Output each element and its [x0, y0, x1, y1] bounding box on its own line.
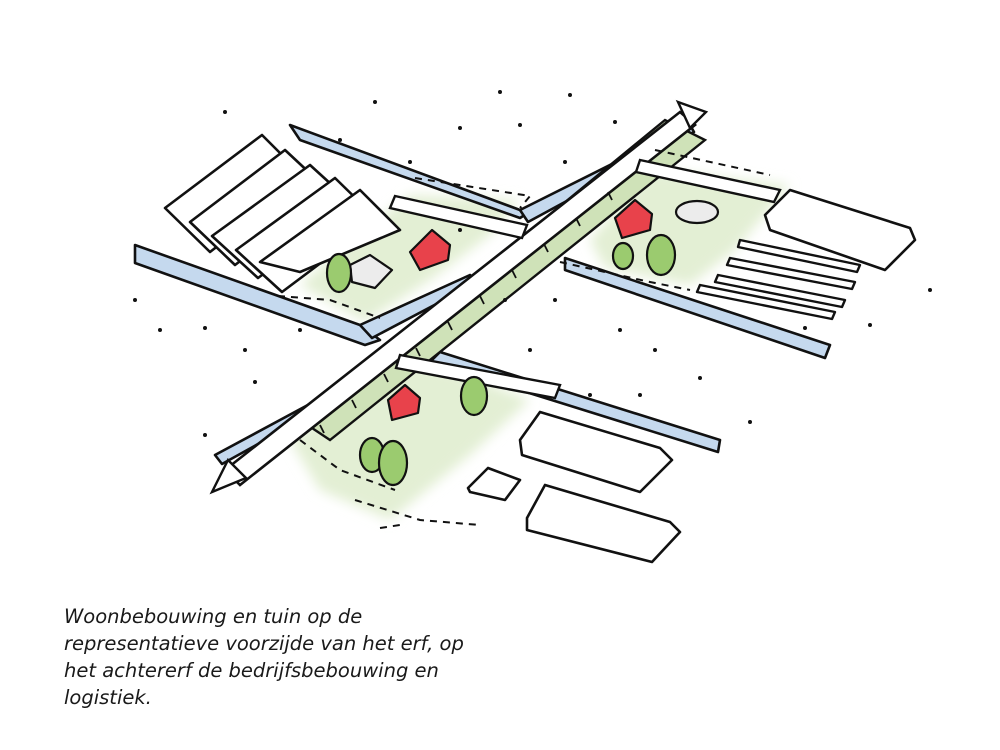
- caption: Woonbebouwing en tuin op de representati…: [64, 603, 484, 711]
- ditch-right: [563, 256, 832, 360]
- caption-line: logistiek.: [64, 686, 152, 709]
- tree-icon: [377, 439, 409, 487]
- boundary-left-lower: [277, 295, 381, 319]
- road-arrow-icon: [675, 99, 709, 131]
- caption-line: het achtererf de bedrijfsbebouwing en: [64, 659, 439, 682]
- garden-left: [300, 195, 520, 322]
- ditch-left: [133, 243, 382, 347]
- boundary-right-top: [654, 149, 771, 176]
- caption-line: Woonbebouwing en tuin op de: [64, 605, 363, 628]
- shed-icon: [518, 410, 674, 494]
- bottom-buildings: [466, 410, 682, 564]
- stable-barns: [163, 133, 402, 294]
- stable-icon: [258, 188, 402, 274]
- road-arrow-icon: [209, 457, 249, 495]
- trees: [325, 233, 677, 487]
- garden-right: [590, 170, 790, 285]
- house-icon: [613, 198, 654, 240]
- access-road-left: [388, 194, 529, 240]
- shed-icon: [525, 483, 682, 564]
- caption-line: representatieve voorzijde van het erf, o…: [64, 632, 464, 655]
- outbuilding-icon: [348, 253, 394, 290]
- boundary-right-lower: [559, 261, 691, 291]
- house-icon: [408, 228, 452, 272]
- tree-icon: [611, 241, 635, 271]
- right-buildings: [695, 188, 917, 321]
- access-road-right: [634, 158, 782, 204]
- tree-icon: [645, 233, 677, 277]
- houses: [386, 198, 654, 422]
- shed-icon: [466, 466, 522, 502]
- outbuildings: [348, 199, 720, 290]
- field-dots: [133, 90, 932, 437]
- tree-icon: [459, 375, 489, 417]
- access-road-bottom: [394, 353, 562, 400]
- plot-boundaries: [277, 149, 771, 529]
- road-verge-ticks: [319, 165, 645, 434]
- field-rows: [695, 238, 862, 321]
- boundary-bottom-2: [354, 499, 481, 526]
- house-icon: [386, 383, 422, 422]
- access-roads: [388, 158, 782, 400]
- boundary-bottom-3: [379, 524, 401, 529]
- boundary-bottom-1: [299, 439, 396, 491]
- silo-icon: [674, 199, 720, 225]
- tree-icon: [325, 252, 353, 294]
- shed-icon: [763, 188, 917, 272]
